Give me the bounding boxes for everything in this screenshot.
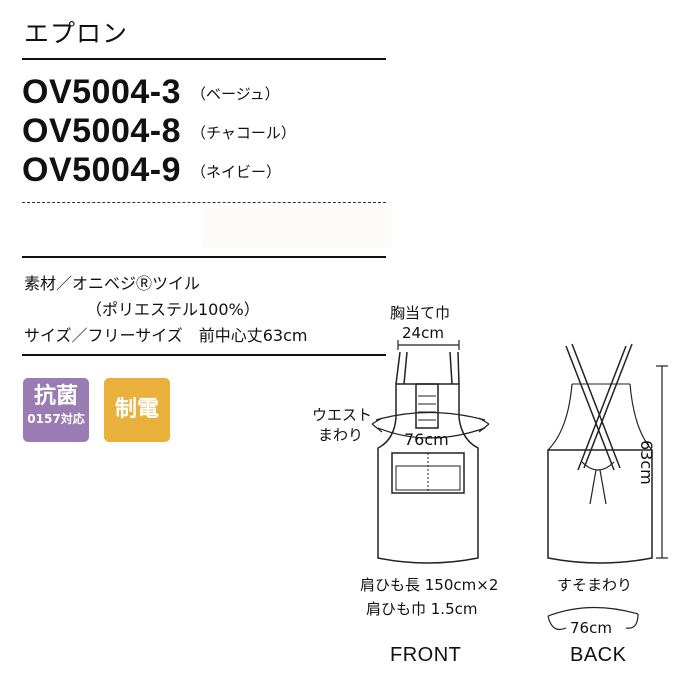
back-left-side — [547, 383, 573, 451]
waist-arrow-right — [478, 417, 490, 433]
model-color: （ネイビー） — [191, 163, 282, 181]
waist-label-1: ウエスト — [312, 406, 373, 424]
model-line-1: OV5004-3 （ベージュ） — [22, 74, 280, 112]
model-color: （ベージュ） — [191, 85, 280, 103]
back-label: BACK — [570, 644, 627, 666]
model-code: OV5004-8 — [22, 112, 181, 150]
dashed-divider — [22, 202, 386, 203]
strap-width: 肩ひも巾 1.5cm — [366, 600, 478, 618]
waist-arrow-left — [371, 417, 383, 433]
hem-arc — [547, 606, 639, 617]
strap-length: 肩ひも長 150cm×2 — [360, 576, 499, 594]
waist-label-2: まわり — [318, 426, 364, 444]
spec-divider-bottom — [22, 354, 386, 356]
antibacterial-label: 抗菌 — [33, 384, 78, 409]
waist-arc — [377, 427, 486, 439]
front-label: FRONT — [390, 644, 462, 666]
model-code: OV5004-3 — [22, 73, 181, 111]
waist-value: 76cm — [404, 430, 449, 449]
hem-value: 76cm — [570, 619, 612, 637]
length-value: 63cm — [637, 440, 656, 485]
back-strap-b — [577, 343, 633, 471]
model-code: OV5004-9 — [22, 151, 181, 189]
material-spec: 素材／オニベジⓇツイル — [24, 274, 201, 293]
front-right-strap — [449, 351, 460, 385]
model-line-2: OV5004-8 （チャコール） — [22, 113, 296, 151]
antistatic-badge: 制電 — [104, 378, 170, 442]
blank-area — [203, 208, 391, 248]
waist-arc-back — [375, 411, 486, 421]
page-title: エプロン — [24, 19, 129, 48]
title-divider — [22, 58, 386, 60]
front-pocket-stitch — [418, 395, 436, 421]
bib-width-label: 胸当て巾 — [390, 304, 451, 322]
antibacterial-badge: 抗菌 0157対応 — [23, 378, 89, 442]
model-line-3: OV5004-9 （ネイビー） — [22, 152, 281, 190]
bib-width-value: 24cm — [402, 324, 444, 342]
hem-label: すそまわり — [557, 576, 633, 594]
antistatic-label: 制電 — [114, 397, 159, 422]
composition-spec: （ポリエステル100%） — [86, 300, 260, 319]
front-left-strap — [395, 351, 408, 385]
back-apron-outline — [547, 449, 653, 564]
model-color: （チャコール） — [191, 124, 296, 142]
front-neck-pocket — [415, 383, 439, 429]
spec-divider-top — [22, 256, 386, 258]
back-strap-a — [565, 343, 621, 471]
back-right-side — [629, 383, 653, 451]
hem-arc-bottom — [547, 613, 639, 631]
size-spec: サイズ／フリーサイズ 前中心丈63cm — [24, 326, 308, 345]
back-bow — [581, 461, 615, 505]
antibacterial-sub-label: 0157対応 — [27, 412, 85, 426]
